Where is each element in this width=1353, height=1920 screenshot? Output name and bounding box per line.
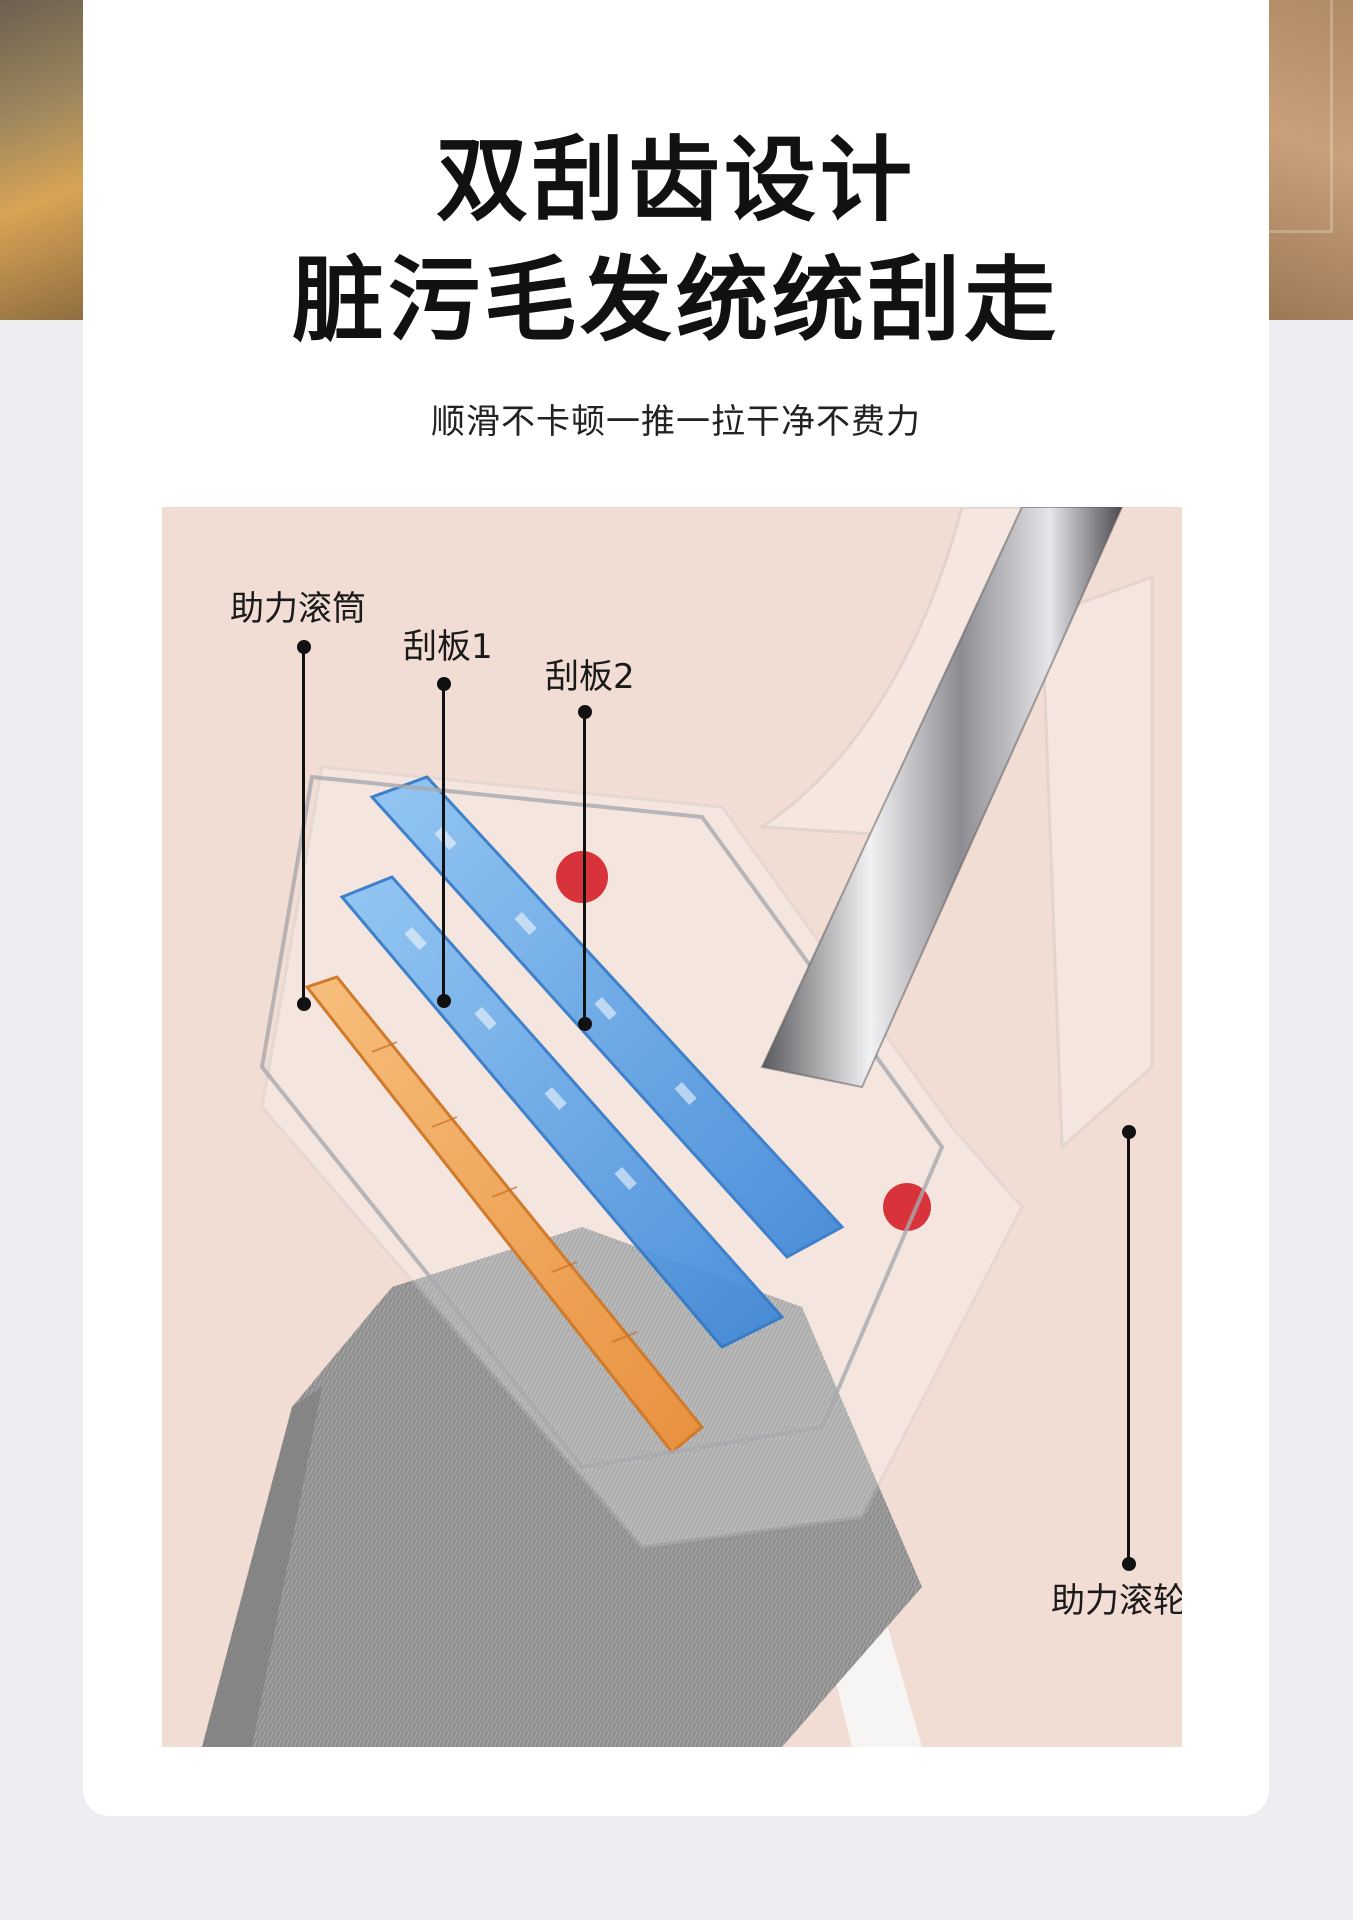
title-line-1: 双刮齿设计 (435, 127, 916, 234)
content-card: 双刮齿设计 脏污毛发统统刮走 顺滑不卡顿一推一拉干净不费力 (83, 0, 1269, 1816)
callout-roller-drum-label: 助力滚筒 (230, 589, 366, 629)
mop-pole (762, 507, 1122, 1087)
mop-pad (202, 1227, 922, 1747)
title-line-2: 脏污毛发统统刮走 (291, 247, 1060, 354)
callout-scraper-1-line (442, 684, 445, 999)
callout-roller-drum-line (302, 647, 305, 1002)
callout-scraper-2-line (583, 712, 586, 1022)
callout-roller-wheel-line (1127, 1132, 1130, 1562)
upper-red-wheel (556, 851, 608, 903)
roller-drum-shape (304, 975, 705, 1455)
mop-illustration (202, 507, 1154, 1747)
callout-roller-wheel-label: 助力滚轮 (1051, 1581, 1182, 1621)
product-figure: 助力滚筒 刮板1 刮板2 助力滚轮 (162, 507, 1182, 1747)
subtitle: 顺滑不卡顿一推一拉干净不费力 (431, 402, 921, 442)
scraper-1-shape (339, 875, 785, 1349)
callout-scraper-1-label: 刮板1 (403, 627, 493, 667)
callout-scraper-2-label: 刮板2 (545, 657, 635, 697)
lower-red-wheel (883, 1183, 931, 1231)
